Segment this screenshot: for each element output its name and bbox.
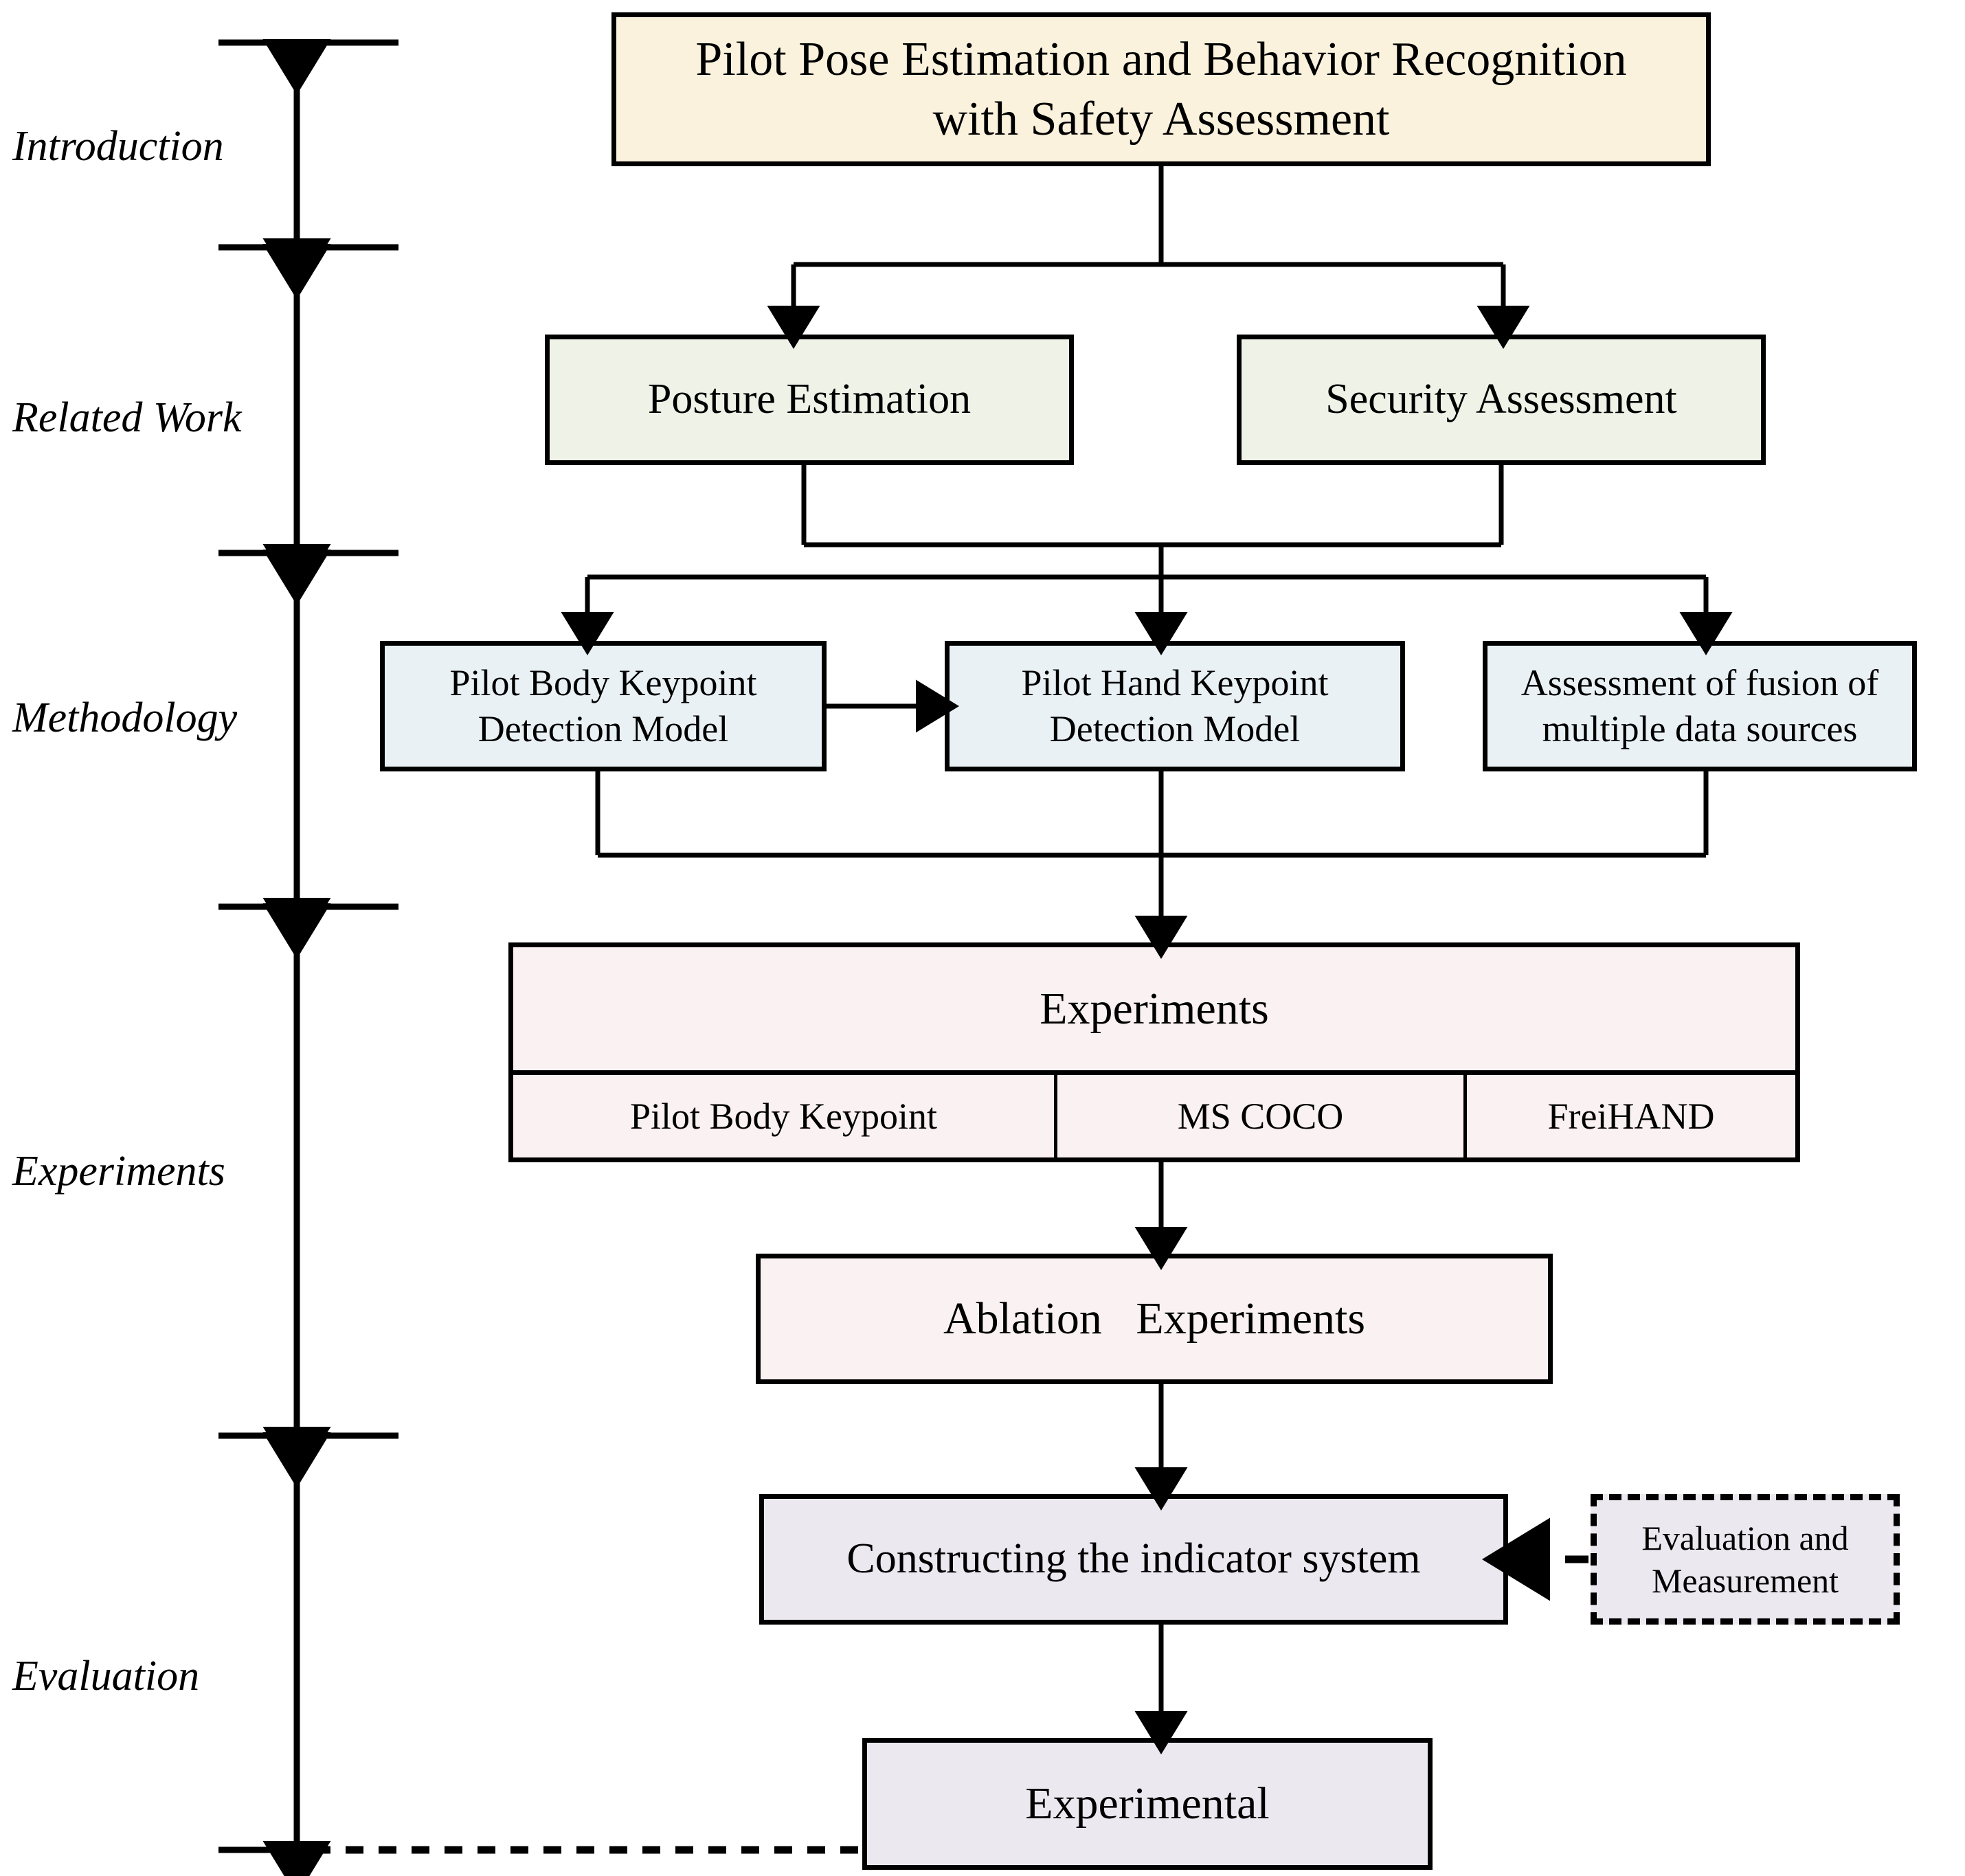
node-experimental[interactable]: Experimental bbox=[862, 1738, 1433, 1870]
node-body-keypoint-line2: Detection Model bbox=[478, 708, 729, 749]
section-label-experiments: Experiments bbox=[12, 1148, 225, 1195]
dataset-cell-freihand[interactable]: FreiHAND bbox=[1463, 1075, 1795, 1157]
node-evaluation-line2: Measurement bbox=[1651, 1561, 1839, 1600]
section-label-evaluation: Evaluation bbox=[12, 1653, 200, 1699]
node-ablation-experiments[interactable]: Ablation Experiments bbox=[756, 1254, 1553, 1384]
node-fusion-line2: multiple data sources bbox=[1542, 708, 1858, 749]
node-evaluation-line1: Evaluation and bbox=[1641, 1518, 1849, 1557]
section-label-methodology: Methodology bbox=[12, 694, 238, 741]
edge-row3-split bbox=[561, 574, 1733, 655]
node-indicator-system[interactable]: Constructing the indicator system bbox=[759, 1494, 1508, 1625]
node-evaluation-measurement[interactable]: Evaluation and Measurement bbox=[1591, 1494, 1900, 1625]
node-fusion-assessment[interactable]: Assessment of fusion of multiple data so… bbox=[1483, 641, 1917, 771]
node-fusion-line1: Assessment of fusion of bbox=[1520, 662, 1879, 703]
node-experiments-datasets: Pilot Body Keypoint MS COCO FreiHAND bbox=[513, 1075, 1795, 1157]
node-title-line2: with Safety Assessment bbox=[932, 93, 1390, 146]
edge-row2-merge bbox=[801, 465, 1504, 577]
section-label-related-work: Related Work bbox=[12, 394, 242, 441]
node-body-keypoint-model[interactable]: Pilot Body Keypoint Detection Model bbox=[380, 641, 827, 771]
dataset-cell-ms-coco[interactable]: MS COCO bbox=[1054, 1075, 1463, 1157]
node-hand-keypoint-line2: Detection Model bbox=[1049, 708, 1301, 749]
edge-row3-merge-to-experiments bbox=[595, 771, 1709, 959]
edge-title-to-row2 bbox=[767, 166, 1530, 349]
node-hand-keypoint-model[interactable]: Pilot Hand Keypoint Detection Model bbox=[945, 641, 1405, 771]
node-title-line1: Pilot Pose Estimation and Behavior Recog… bbox=[695, 32, 1627, 86]
node-experiments-title: Experiments bbox=[513, 947, 1795, 1075]
node-body-keypoint-line1: Pilot Body Keypoint bbox=[449, 662, 757, 703]
node-title[interactable]: Pilot Pose Estimation and Behavior Recog… bbox=[611, 12, 1711, 166]
node-experiments[interactable]: Experiments Pilot Body Keypoint MS COCO … bbox=[508, 942, 1800, 1162]
section-divider-lines bbox=[218, 39, 398, 1853]
section-label-introduction: Introduction bbox=[12, 123, 224, 170]
node-security-assessment[interactable]: Security Assessment bbox=[1237, 335, 1766, 465]
dataset-cell-pilot-body-keypoint[interactable]: Pilot Body Keypoint bbox=[629, 1096, 938, 1137]
node-hand-keypoint-line1: Pilot Hand Keypoint bbox=[1021, 662, 1329, 703]
node-posture-estimation[interactable]: Posture Estimation bbox=[545, 335, 1074, 465]
